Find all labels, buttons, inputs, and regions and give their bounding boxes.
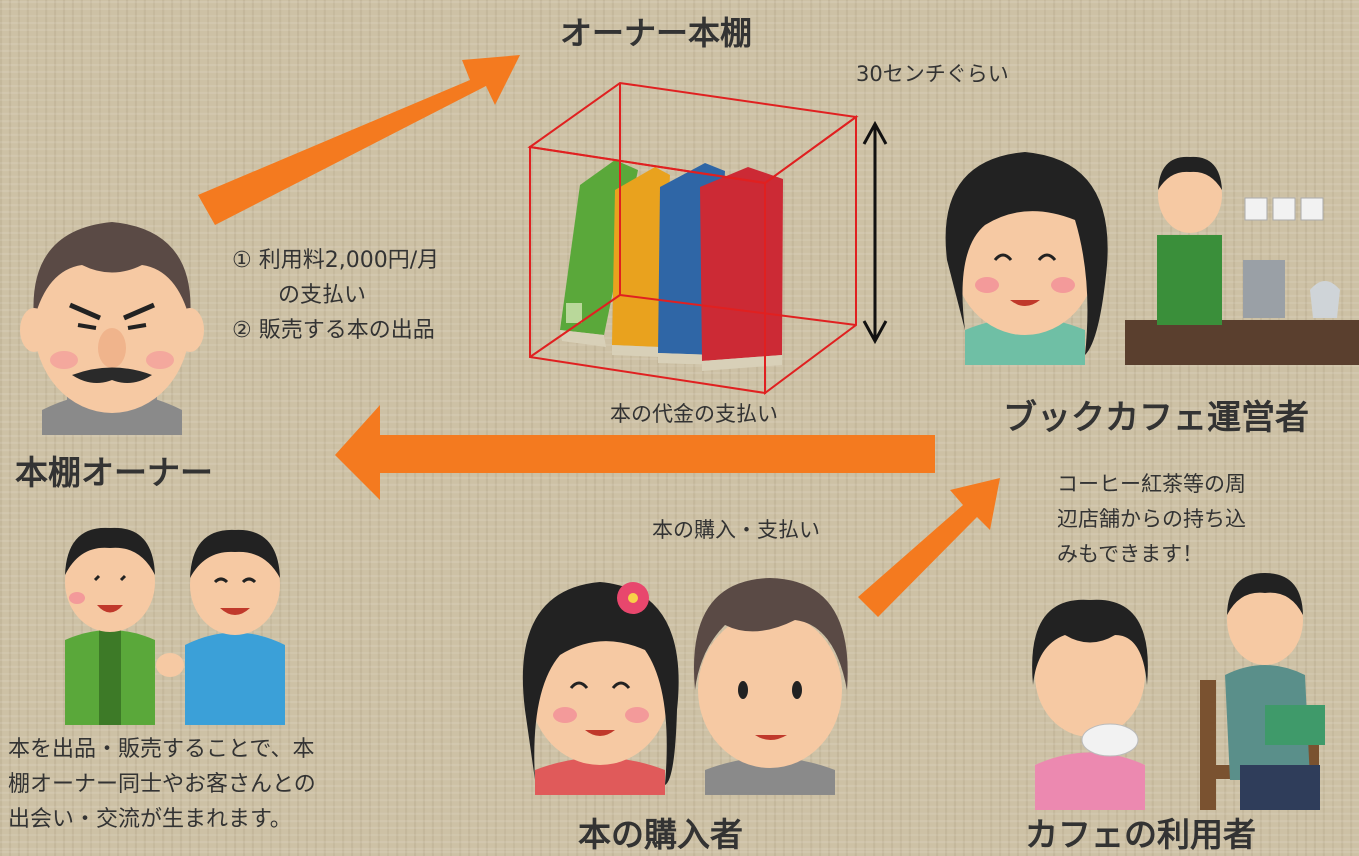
title-book-buyer: 本の購入者 — [578, 815, 743, 854]
takein-note-line3: みもできます！ — [1057, 542, 1204, 566]
two-men-illustration — [65, 527, 285, 725]
book-red — [700, 167, 783, 371]
owner-illustration — [20, 222, 204, 435]
book-yellow — [612, 167, 670, 357]
buyers-illustration — [522, 578, 848, 795]
fee-note-line2: の支払い — [278, 283, 367, 308]
size-note: 30センチぐらい — [856, 62, 1009, 86]
arrow-owner-to-shelf — [198, 55, 520, 225]
operator-illustration — [945, 152, 1359, 365]
takein-note-line1: コーヒー紅茶等の周 — [1057, 472, 1246, 496]
title-owner-shelf: オーナー本棚 — [560, 14, 753, 52]
exchange-note-line1: 本を出品・販売することで、本 — [8, 737, 315, 762]
title-cafe-user: カフェの利用者 — [1025, 815, 1256, 854]
listing-note: ② 販売する本の出品 — [232, 318, 435, 343]
takein-note-line2: 辺店舗からの持ち込 — [1057, 507, 1246, 531]
arrow-payment-to-owner — [335, 405, 935, 500]
exchange-note-line3: 出会い・交流が生まれます。 — [8, 807, 292, 832]
shelf-frame — [527, 81, 859, 395]
exchange-note-line2: 棚オーナー同士やお客さんとの — [8, 772, 316, 797]
cafe-users-illustration — [1032, 573, 1325, 810]
purchase-note: 本の購入・支払い — [652, 518, 820, 542]
height-arrow — [862, 120, 888, 345]
fee-note-line1: ① 利用料2,000円/月 — [232, 248, 440, 273]
title-cafe-operator: ブックカフェ運営者 — [1003, 398, 1309, 438]
arrow-buyer-to-operator — [858, 478, 1000, 617]
payment-note: 本の代金の支払い — [610, 402, 778, 426]
bookshelf-illustration — [527, 81, 859, 395]
title-shelf-owner: 本棚オーナー — [15, 453, 213, 492]
